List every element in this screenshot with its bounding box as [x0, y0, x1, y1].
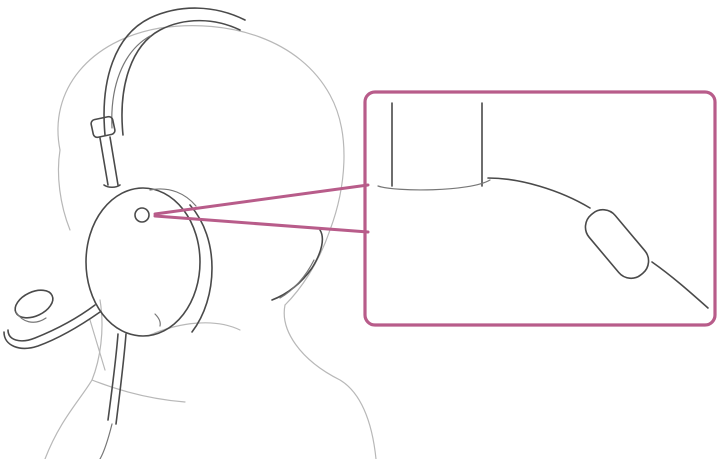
head-silhouette — [45, 26, 376, 459]
boom-microphone-icon — [4, 285, 100, 349]
headband — [90, 8, 245, 187]
inline-remote-icon — [579, 203, 655, 285]
cable-icon — [100, 334, 126, 459]
zoom-callout — [365, 92, 715, 325]
button-icon — [135, 208, 149, 222]
callout-pointer — [155, 185, 368, 232]
